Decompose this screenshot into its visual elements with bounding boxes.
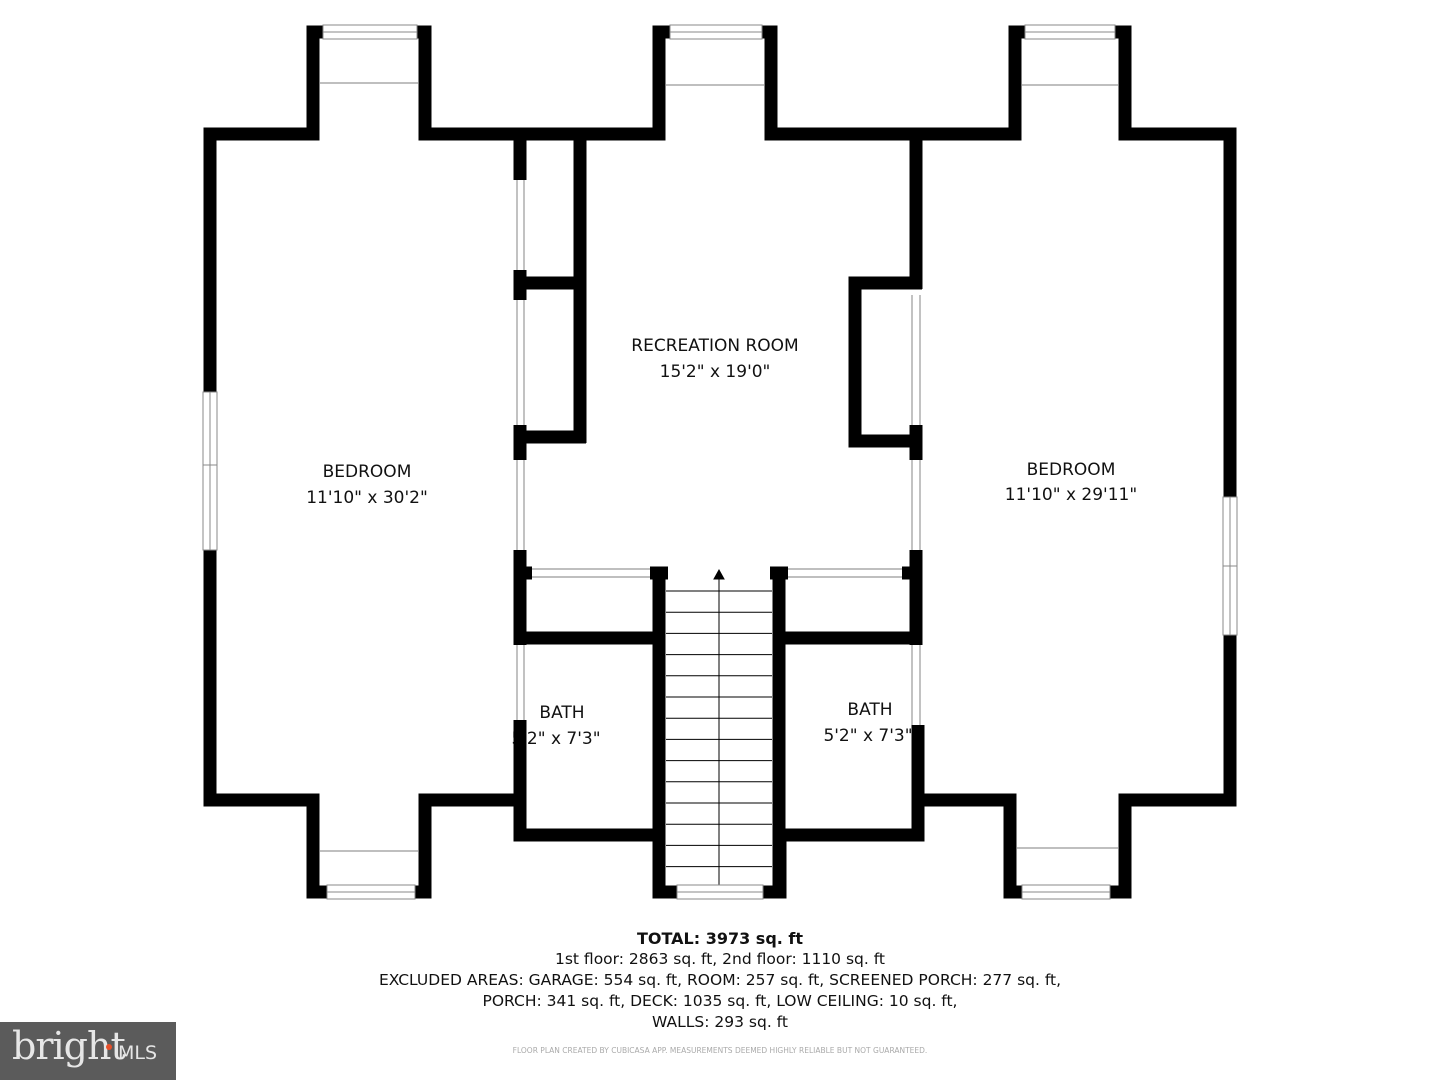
logo-dot [106, 1044, 112, 1050]
walls [203, 25, 1237, 899]
room-size: 11'10" x 29'11" [1005, 485, 1137, 505]
room-name: BEDROOM [1027, 460, 1116, 480]
room-size: 5'2" x 7'3" [511, 729, 600, 749]
excluded-areas: EXCLUDED AREAS: GARAGE: 554 sq. ft, ROOM… [378, 971, 1062, 989]
stairs [666, 568, 772, 889]
room-name: RECREATION ROOM [631, 336, 798, 356]
windows [202, 24, 1238, 900]
area-summary: TOTAL: 3973 sq. ft 1st floor: 2863 sq. f… [0, 928, 1440, 1033]
logo-suffix: MLS [118, 1042, 158, 1064]
room-name: BEDROOM [323, 462, 412, 482]
floor-areas: 1st floor: 2863 sq. ft, 2nd floor: 1110 … [554, 950, 885, 968]
thin-lines [320, 82, 1118, 852]
room-name: BATH [847, 700, 892, 720]
disclaimer: FLOOR PLAN CREATED BY CUBICASA APP. MEAS… [512, 1046, 928, 1055]
total-area: TOTAL: 3973 sq. ft [636, 929, 804, 948]
room-size: 11'10" x 30'2" [306, 488, 428, 508]
excluded-areas: PORCH: 341 sq. ft, DECK: 1035 sq. ft, LO… [482, 992, 958, 1010]
excluded-areas: WALLS: 293 sq. ft [652, 1013, 788, 1031]
room-name: BATH [539, 703, 584, 723]
room-size: 15'2" x 19'0" [660, 362, 771, 382]
room-size: 5'2" x 7'3" [823, 726, 912, 746]
room-labels: BEDROOM 11'10" x 30'2" RECREATION ROOM 1… [306, 336, 1137, 749]
bright-mls-logo: bright MLS [0, 1022, 176, 1080]
